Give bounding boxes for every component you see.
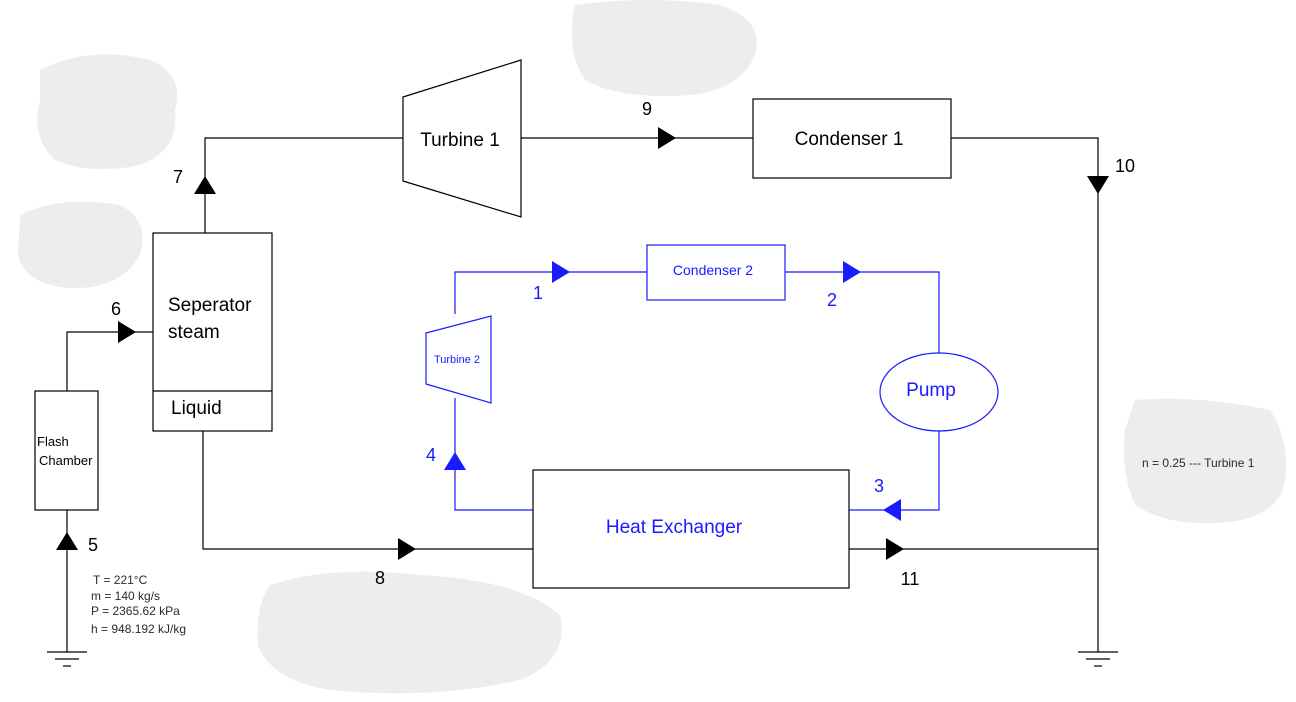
turbine-2-label: Turbine 2 [434,354,480,366]
heat-exchanger-label: Heat Exchanger [606,517,743,538]
pipe-4 [454,398,533,511]
heat-exchanger: Heat Exchanger [532,469,850,589]
state-point-4: 4 [426,445,436,465]
flow-arrows [56,127,1109,560]
inlet-temperature: T = 221°C [93,573,148,587]
pipe-7 [204,137,403,233]
separator: Seperator steam Liquid [152,232,273,432]
pipe-2 [785,271,940,353]
state-point-6: 6 [111,299,121,319]
flash-chamber-label-line2: Chamber [39,453,93,468]
flash-chamber-label-line1: Flash [37,434,69,449]
flow-arrow-icon [56,532,78,550]
pipe-10 [951,137,1099,652]
flow-arrow-icon [843,261,861,283]
flow-arrow-icon [886,538,904,560]
flow-arrow-icon [118,321,136,343]
state-point-5: 5 [88,535,98,555]
pipe-6 [66,331,153,391]
flow-arrow-icon [444,452,466,470]
state-point-7: 7 [173,167,183,187]
pump-label: Pump [906,380,956,401]
flow-arrow-icon [194,176,216,194]
state-point-8: 8 [375,568,385,588]
inlet-pressure: P = 2365.62 kPa [91,604,180,618]
condenser-2: Condenser 2 [646,244,786,301]
pipe-8 [202,431,533,550]
condenser-1-label: Condenser 1 [795,129,904,150]
condenser-1: Condenser 1 [752,98,952,179]
state-point-labels: 1 2 3 4 5 6 7 8 9 10 11 [88,99,1135,589]
state-point-2: 2 [827,290,837,310]
state-point-10: 10 [1115,156,1135,176]
flow-arrow-icon [398,538,416,560]
separator-label-line2: steam [168,322,220,343]
inlet-enthalpy: h = 948.192 kJ/kg [91,622,186,636]
turbine-efficiency-note: n = 0.25 --- Turbine 1 [1142,456,1255,470]
separator-liquid-label: Liquid [171,398,222,419]
turbine-1-label: Turbine 1 [420,130,500,151]
flow-arrow-icon [1087,176,1109,194]
condenser-2-label: Condenser 2 [673,262,753,278]
state-point-3: 3 [874,476,884,496]
separator-label-line1: Seperator [168,295,252,316]
state-point-9: 9 [642,99,652,119]
pipe-1 [454,271,647,314]
state-point-11: 11 [901,569,920,589]
ground-symbol-icon [47,651,87,667]
inlet-mass-flow: m = 140 kg/s [91,589,160,603]
state-point-1: 1 [533,283,543,303]
turbine-1: Turbine 1 [402,59,522,218]
ground-symbol-icon [1078,651,1118,667]
flow-arrow-icon [658,127,676,149]
flash-chamber: Flash Chamber [34,390,99,511]
pipe-3 [849,431,940,511]
turbine-2: Turbine 2 [425,315,492,404]
secondary-piping [454,271,940,511]
inlet-conditions: T = 221°C m = 140 kg/s P = 2365.62 kPa h… [91,573,186,636]
flow-arrow-icon [552,261,570,283]
pump: Pump [879,352,999,432]
background-smudges [18,0,1286,694]
flow-arrow-icon [883,499,901,521]
